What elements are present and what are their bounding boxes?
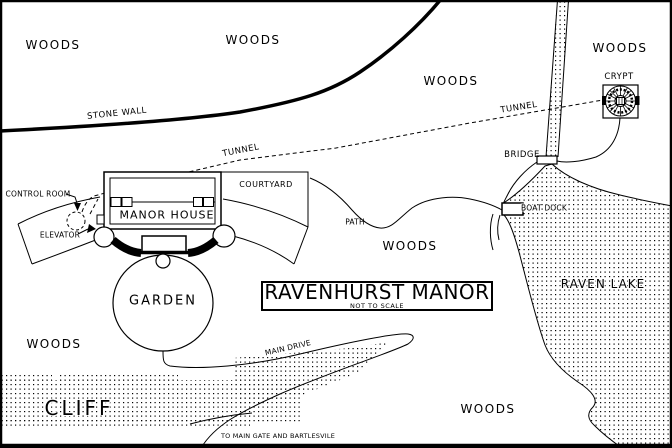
map-scale-note: NOT TO SCALE [349, 302, 404, 311]
stream [545, 0, 569, 158]
elevator-label: ELEVATOR [39, 230, 81, 240]
woods-label-e: WOODS [382, 239, 438, 253]
manor-house-building [103, 171, 222, 230]
crypt-label: CRYPT [604, 71, 634, 82]
courtyard-outline [221, 171, 309, 227]
path-label: PATH [345, 217, 365, 227]
stone-wall-line [0, 0, 443, 133]
garden-label: GARDEN [129, 293, 197, 309]
boat-dock-label: BOAT DOCK [521, 203, 567, 213]
bridge-label: BRIDGE [504, 149, 540, 160]
cliff-label: CLIFF [44, 396, 114, 420]
woods-label-n: WOODS [225, 33, 281, 47]
woods-label-c: WOODS [423, 74, 479, 88]
woods-label-s: WOODS [460, 402, 516, 416]
map-title: RAVENHURST MANOR [264, 280, 490, 305]
gate-road-edge [189, 412, 253, 425]
raven-lake-label: RAVEN LAKE [560, 277, 646, 291]
manor-house-label: MANOR HOUSE [119, 208, 215, 222]
left-tower [93, 226, 115, 248]
control-room-label: CONTROL ROOM [5, 189, 71, 199]
terrace-and-stairs [110, 235, 219, 257]
map-title-box: RAVENHURST MANOR NOT TO SCALE [261, 281, 493, 311]
woods-label-w: WOODS [26, 337, 82, 351]
woods-label-nw: WOODS [25, 38, 81, 52]
courtyard-label: COURTYARD [239, 180, 293, 189]
cliff-texture [0, 342, 390, 428]
right-tower [212, 224, 236, 248]
boat-dock-rect [501, 202, 524, 216]
dock-shore-lines [489, 213, 501, 251]
elevator-marker [77, 214, 105, 235]
gate-note-label: TO MAIN GATE AND BARTLESVILE [220, 431, 336, 440]
control-room-marker [65, 193, 86, 231]
raven-lake-water [501, 163, 672, 448]
fountain-circle [155, 253, 171, 269]
crypt-structure [602, 84, 640, 119]
tunnel-line [81, 99, 604, 215]
woods-label-ne: WOODS [592, 41, 648, 55]
main-drive-road [162, 333, 414, 448]
bridge-rect [536, 155, 558, 165]
crypt-trail [556, 117, 621, 163]
path-line [309, 177, 503, 229]
